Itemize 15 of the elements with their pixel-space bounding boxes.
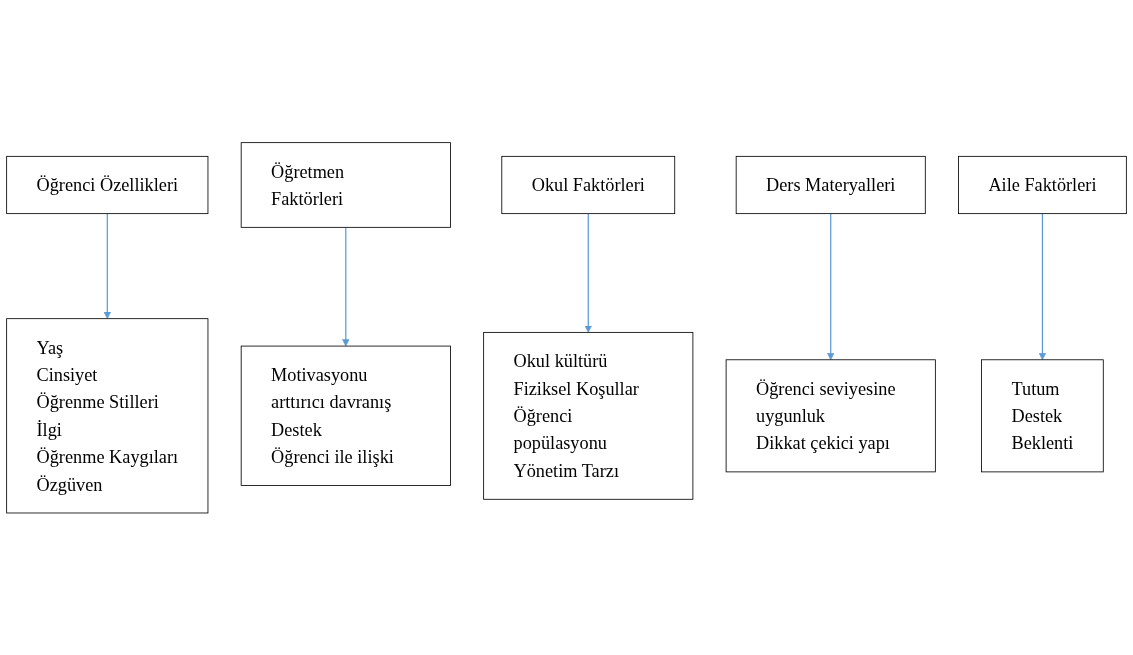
node-box: Motivasyonu arttırıcı davranış Destek Öğrenci ile ilişki: [240, 345, 451, 486]
node-box: Öğrenci seviyesine uygunluk Dikkat çekici yapı: [725, 359, 936, 472]
node-box: Öğretmen Faktörleri: [240, 141, 451, 228]
arrow: [342, 226, 350, 347]
node-box: Ders Materyalleri: [735, 155, 926, 214]
arrow: [584, 212, 592, 333]
node-box: Yaş Cinsiyet Öğrenme Stilleri İlgi Öğrenme Kaygıları Özgüven: [6, 317, 209, 514]
node-box: Aile Faktörleri: [958, 155, 1127, 214]
node-box: Okul kültürü Fiziksel Koşullar Öğrenci popülasyonu Yönetim Tarzı: [483, 331, 694, 500]
arrow: [103, 212, 111, 319]
arrow: [827, 212, 835, 360]
node-box: Okul Faktörleri: [501, 155, 676, 214]
arrow: [1038, 212, 1047, 360]
node-box: Tutum Destek Beklenti: [981, 359, 1104, 472]
node-box: Öğrenci Özellikleri: [6, 155, 209, 214]
